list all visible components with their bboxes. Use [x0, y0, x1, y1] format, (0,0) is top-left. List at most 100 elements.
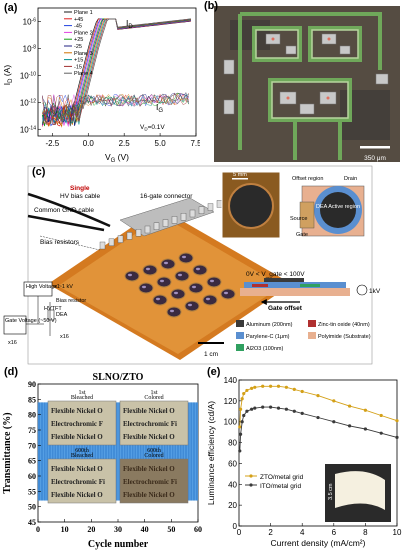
- green-traces: [238, 12, 382, 160]
- svg-text:x1: x1: [54, 284, 60, 290]
- scale-label-c: 1 cm: [204, 351, 218, 358]
- panel-c: Single HV bias cable 16-gate connector C…: [0, 164, 402, 366]
- bias-resistor: [171, 216, 178, 224]
- bias-resistor: [180, 213, 187, 221]
- material-legend: Aluminum (200nm)Zinc-tin oxide (40nm)Par…: [236, 320, 371, 352]
- data-point: [245, 388, 249, 393]
- inset-text-line: Flexible Nickel O: [123, 407, 175, 415]
- panel-label-c: (c): [32, 166, 46, 178]
- dea-pixel: [166, 306, 182, 318]
- panel-b: 350 μm (b): [200, 0, 402, 164]
- legend-label-e: ZTO/metal grid: [260, 474, 304, 481]
- circuit-diagram: High Voltage ~1 kV x1 Gate Voltage (~50 …: [3, 281, 86, 346]
- dea-pixel: [174, 270, 190, 282]
- inset-cycle-label: 600th: [75, 448, 89, 454]
- inset-text-line: Flexible Nickel O: [51, 465, 103, 473]
- bias-resistor: [198, 206, 205, 214]
- label-gate-offset: Gate offset: [268, 305, 303, 312]
- data-point: [316, 415, 320, 420]
- inset-text-line: Flexible Nickel O: [51, 433, 103, 441]
- label-drain: Drain: [344, 176, 357, 182]
- inset-text-line: Flexible Nickel O: [123, 491, 175, 499]
- material-swatch: [236, 344, 244, 351]
- data-point: [332, 420, 336, 424]
- label-hv-source: High Voltage ~1 kV: [26, 284, 73, 290]
- y-tick-label-d: 45: [28, 518, 36, 527]
- data-point: [261, 405, 265, 409]
- micrograph-background: [214, 6, 400, 162]
- y-tick-label-d: 70: [28, 441, 36, 450]
- legend-label-a: Plane 1: [74, 10, 93, 16]
- data-point: [261, 384, 265, 388]
- ig-curve: [42, 92, 190, 123]
- dea-pixel: [156, 276, 172, 288]
- panel-label-b: (b): [204, 0, 219, 12]
- material-swatch: [236, 332, 244, 339]
- inset-text-line: Flexible Nickel O: [123, 433, 175, 441]
- data-point: [292, 409, 296, 413]
- label-vgate: 0V < V_gate < 100V: [246, 271, 305, 278]
- dea-membrane: [228, 183, 274, 229]
- dea-pixel: [202, 294, 218, 306]
- data-point: [284, 407, 288, 411]
- svg-text:Bias resistor: Bias resistor: [56, 298, 86, 304]
- bias-resistor: [135, 228, 142, 237]
- y-tick-label-d: 50: [28, 503, 36, 512]
- legend-marker-e: [249, 483, 253, 487]
- x-tick-label-d: 30: [114, 525, 122, 534]
- inset-text-line: Flexible Nickel O: [51, 491, 103, 499]
- material-swatch: [308, 332, 316, 339]
- data-point: [250, 386, 254, 390]
- chart-title-d: SLNO/ZTO: [93, 372, 144, 383]
- x-tick-label-e: 0: [237, 528, 242, 537]
- bias-resistor: [126, 232, 133, 240]
- label-dea-circuit: DEA: [56, 312, 68, 318]
- data-point: [292, 387, 296, 391]
- panel-label-a: (a): [4, 2, 18, 14]
- label-hvtft: HVTFT: [44, 306, 62, 312]
- y-axis-label-e: Luminance efficiency (cd/A): [206, 401, 216, 505]
- label-dea-active: DEA Active region: [316, 204, 360, 210]
- scale-bar-c: [198, 342, 224, 344]
- data-point: [332, 399, 336, 403]
- annot-id: ID: [126, 18, 133, 30]
- legend-label-e: ITO/metal grid: [260, 483, 301, 490]
- y-tick-label-a: 10-12: [20, 98, 36, 107]
- x-tick-label-d: 60: [194, 525, 202, 534]
- y-tick-label-d: 60: [28, 472, 36, 481]
- y-tick-label-e: 80: [228, 439, 237, 448]
- data-point: [284, 385, 288, 389]
- material-swatch: [236, 320, 244, 327]
- data-point: [238, 407, 243, 411]
- dea-pixel: [160, 258, 176, 270]
- label-gate: Gate: [296, 232, 308, 238]
- micrograph-b: 350 μm: [200, 0, 402, 164]
- annot-ig: IG: [156, 102, 163, 114]
- dea-pixel: [188, 282, 204, 294]
- y-tick-label-e: 0: [233, 522, 238, 531]
- annot-vd: VD=0.1V: [140, 124, 165, 132]
- y-tick-label-d: 65: [28, 457, 36, 466]
- y-tick-label-e: 60: [228, 459, 237, 468]
- x-tick-label-d: 50: [167, 525, 175, 534]
- data-point: [276, 384, 281, 388]
- x-tick-label-d: 10: [61, 525, 69, 534]
- ig-curve: [42, 93, 190, 123]
- inset-film: [119, 400, 189, 446]
- label-offset-region: Offset region: [292, 176, 323, 182]
- data-point: [300, 389, 304, 394]
- legend-label-a: Plane 4: [74, 71, 93, 77]
- data-point: [245, 409, 249, 413]
- y-tick-label-a: 10-8: [23, 44, 37, 53]
- y-tick-label-e: 20: [228, 501, 237, 510]
- inset-header: Bleached: [71, 453, 93, 459]
- bias-resistor: [108, 238, 115, 247]
- label-hv-cable: HV bias cable: [60, 193, 100, 200]
- legend-label-a: +45: [74, 17, 83, 23]
- inset-text-line: Flexible Nickel O: [51, 407, 103, 415]
